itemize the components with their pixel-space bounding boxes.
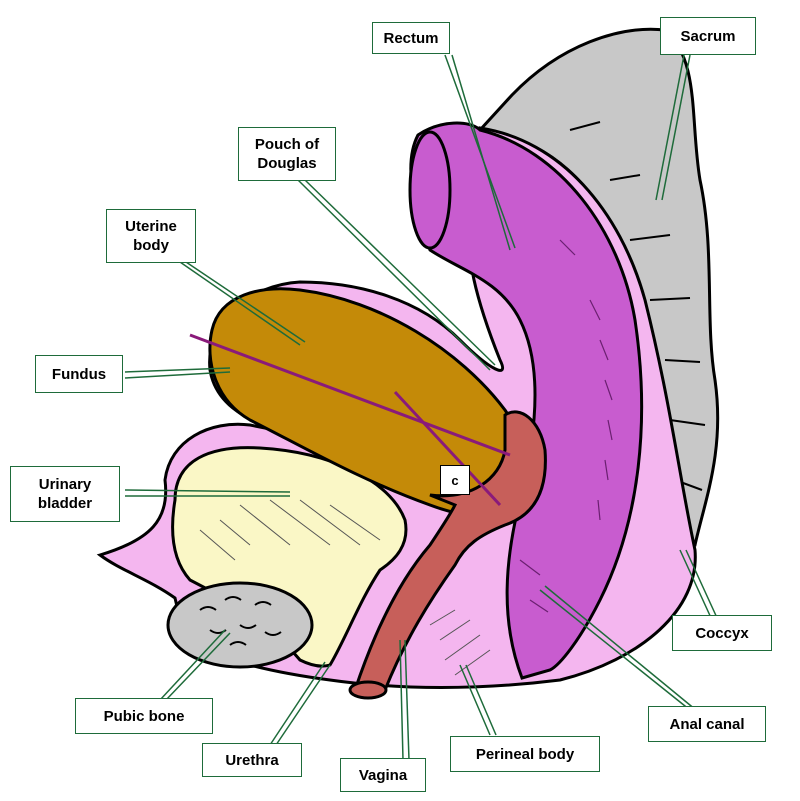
sacrum-segment-lines <box>569 121 706 491</box>
label-pubic-bone: Pubic bone <box>75 698 213 734</box>
label-coccyx: Coccyx <box>672 615 772 651</box>
vagina-shape <box>352 410 547 692</box>
perineal-body-texture <box>429 609 491 676</box>
label-fundus: Fundus <box>35 355 123 393</box>
label-cervix-marker: c <box>440 465 470 495</box>
label-perineal-body: Perineal body <box>450 736 600 772</box>
uterine-axis-lines <box>189 333 511 507</box>
bladder-texture <box>199 499 381 561</box>
rectum-texture <box>519 239 613 613</box>
leader-lines <box>124 54 719 761</box>
label-sacrum: Sacrum <box>660 17 756 55</box>
label-urethra: Urethra <box>202 743 302 777</box>
vaginal-opening <box>348 680 388 700</box>
rectum-opening <box>408 130 452 250</box>
rectum-shape <box>409 121 644 680</box>
label-rectum: Rectum <box>372 22 450 54</box>
label-anal-canal: Anal canal <box>648 706 766 742</box>
label-urinary-bladder: Urinary bladder <box>10 466 120 522</box>
label-pouch-of-douglas: Pouch of Douglas <box>238 127 336 181</box>
label-vagina: Vagina <box>340 758 426 792</box>
label-uterine-body: Uterine body <box>106 209 196 263</box>
